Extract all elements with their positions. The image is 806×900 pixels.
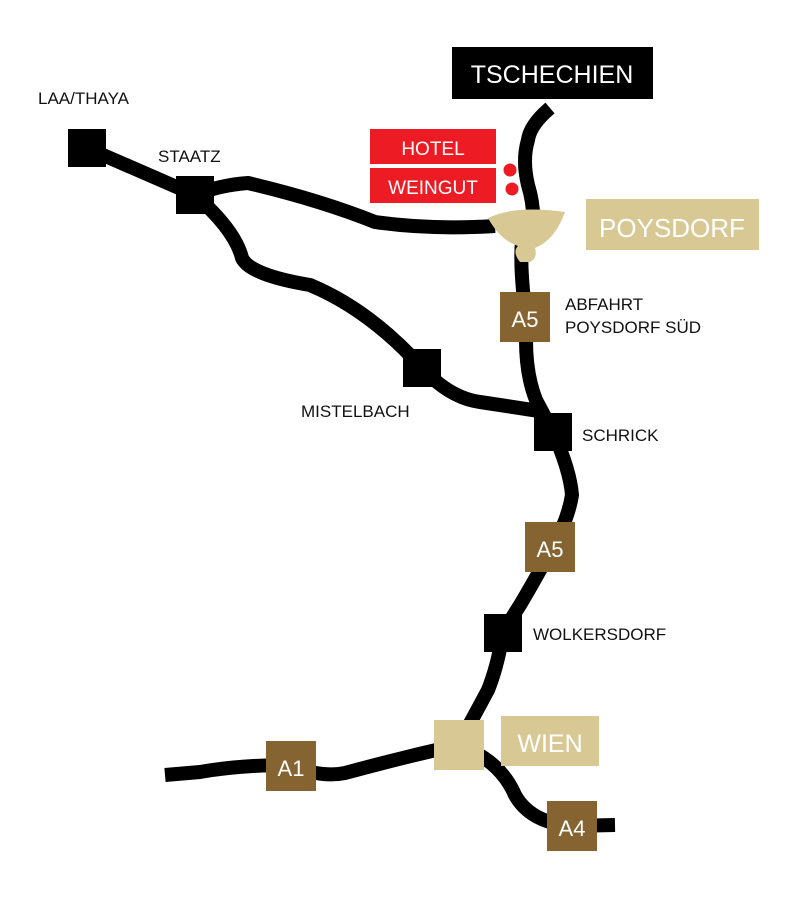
wolkersdorf-node (484, 614, 522, 652)
weingut-label: WEINGUT (388, 178, 478, 199)
wien-node (434, 720, 484, 770)
a4-label: A4 (559, 816, 586, 841)
hotel-label: HOTEL (401, 139, 464, 160)
tschechien-label: TSCHECHIEN (471, 61, 634, 89)
mistelbach-node (403, 349, 441, 387)
mistelbach-label: MISTELBACH (301, 402, 410, 421)
a1-label: A1 (278, 756, 305, 781)
a5-north-shield (500, 292, 550, 342)
wien-sign (501, 716, 599, 766)
abfahrt-label-1: ABFAHRT (565, 295, 643, 314)
staatz-node (176, 176, 214, 214)
hotel-marker-icon (503, 163, 517, 177)
a5-south-label: A5 (537, 537, 564, 562)
wien-label: WIEN (517, 730, 582, 758)
road-laa-poysdorf (84, 141, 496, 235)
staatz-label: STAATZ (158, 147, 221, 166)
laa-node (68, 129, 106, 167)
a5-north-label: A5 (512, 307, 539, 332)
a1-shield (266, 741, 316, 791)
wolkersdorf-label: WOLKERSDORF (533, 625, 666, 644)
road-a5 (164, 102, 579, 782)
a4-shield (547, 801, 597, 851)
poysdorf-area (488, 209, 565, 262)
schrick-label: SCHRICK (582, 426, 659, 445)
poysdorf-label: POYSDORF (599, 213, 745, 243)
weingut-marker-icon (505, 182, 519, 196)
road-staatz-schrick (190, 189, 547, 419)
schrick-node (534, 413, 572, 451)
tschechien-sign (452, 47, 653, 99)
abfahrt-label-2: POYSDORF SÜD (565, 318, 701, 337)
hotel-sign[interactable] (370, 129, 496, 164)
a5-south-shield (525, 522, 575, 572)
weingut-sign[interactable] (370, 168, 496, 203)
laa-label: LAA/THAYA (38, 89, 130, 108)
poysdorf-sign (586, 199, 759, 250)
